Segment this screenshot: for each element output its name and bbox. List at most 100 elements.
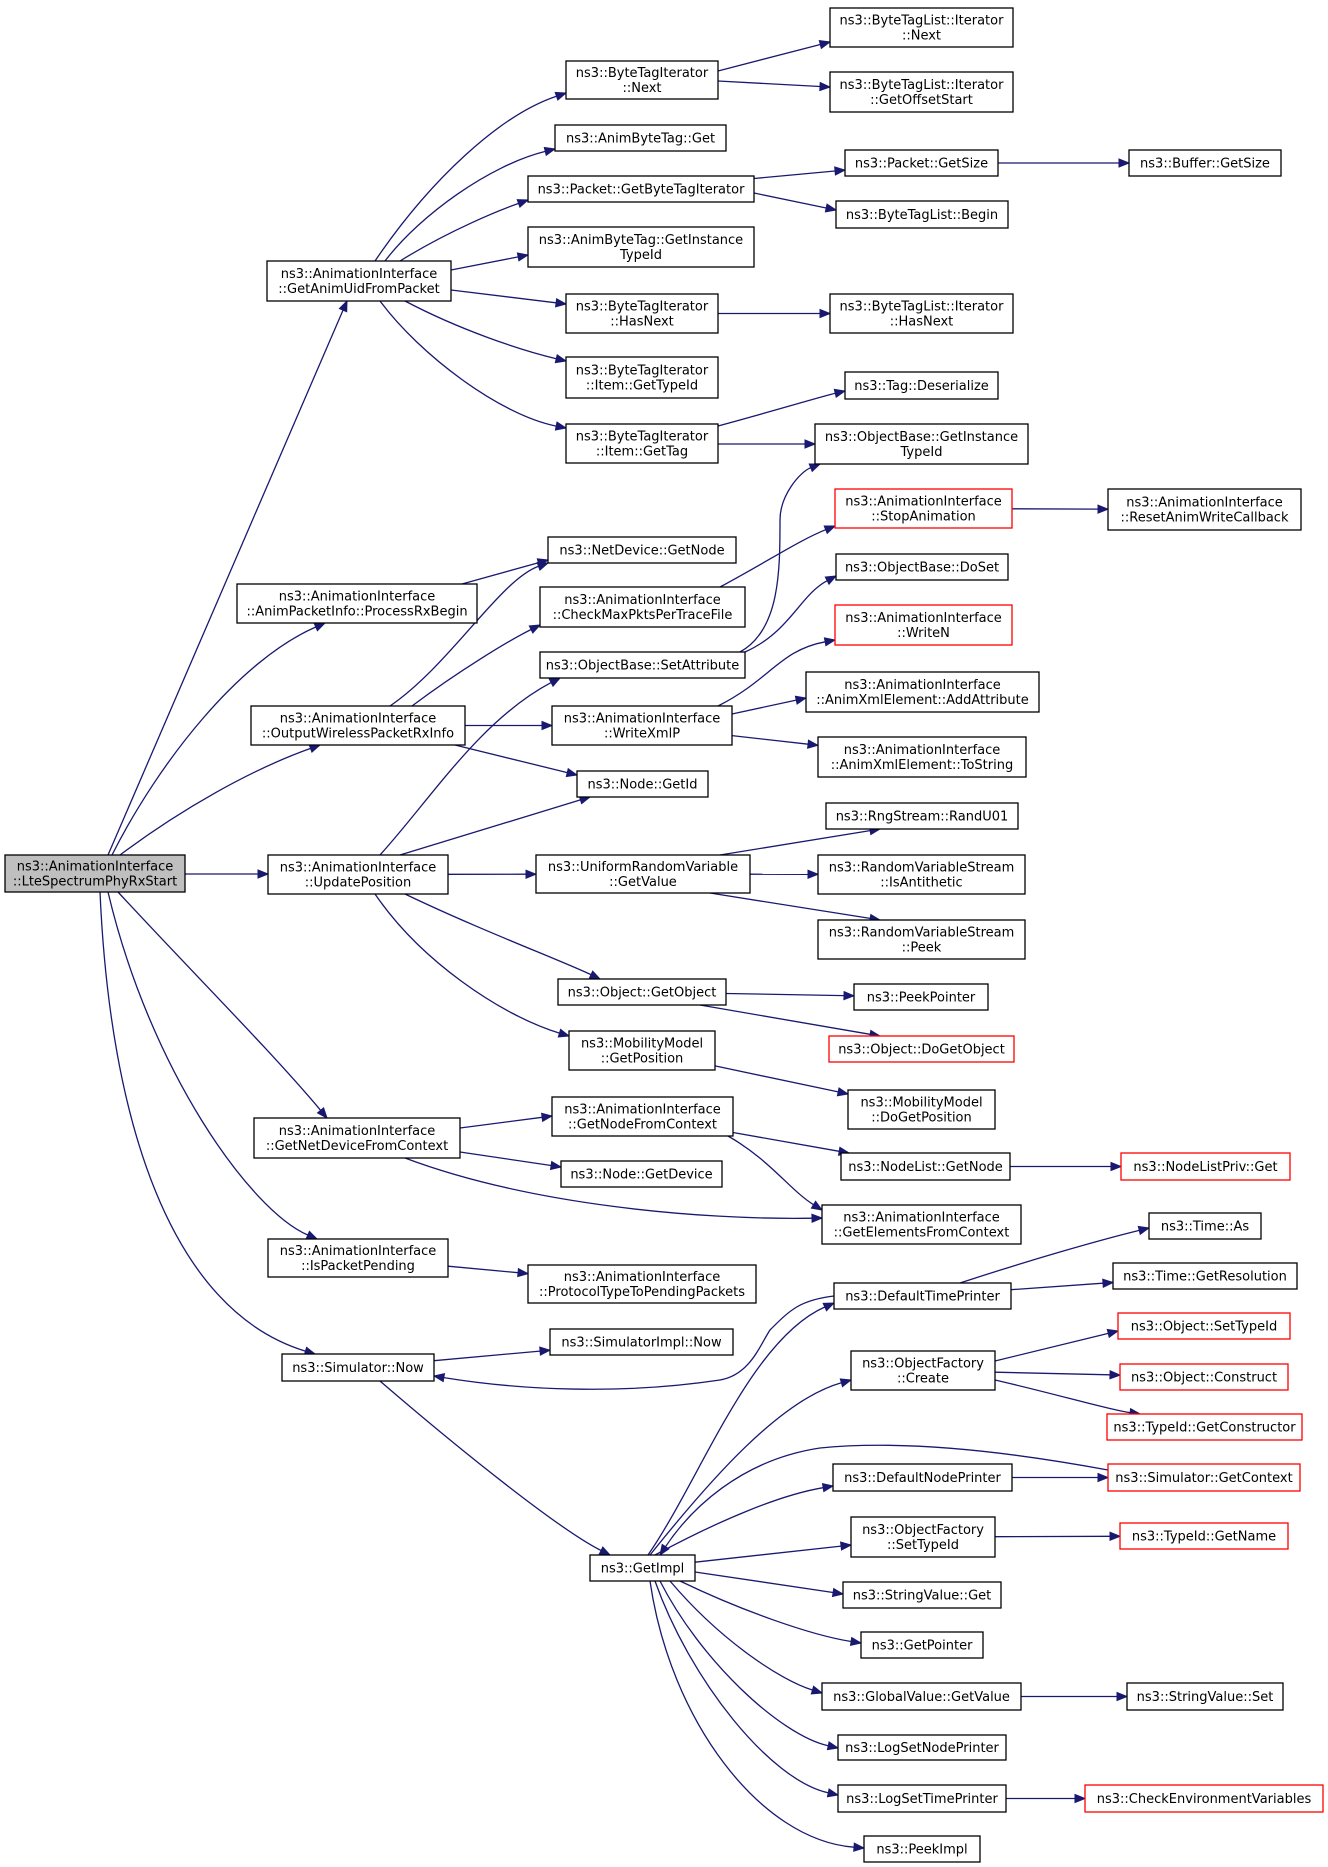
edge-root-to-getNetDevFromCtx [117, 891, 328, 1120]
node-simNow[interactable]: ns3::Simulator::Now [281, 1353, 435, 1382]
node-tagDeserialize[interactable]: ns3::Tag::Deserialize [844, 371, 999, 400]
node-btiItemGetTypeId[interactable]: ns3::ByteTagIterator::Item::GetTypeId [565, 356, 719, 399]
node-label-line: ns3::ObjectBase::DoSet [845, 561, 999, 576]
node-protoToPending[interactable]: ns3::AnimationInterface::ProtocolTypeToP… [527, 1264, 757, 1304]
node-box [551, 705, 733, 746]
node-objConstruct[interactable]: ns3::Object::Construct [1119, 1363, 1289, 1391]
node-setAttribute[interactable]: ns3::ObjectBase::SetAttribute [539, 651, 746, 679]
node-nodeGetDevice[interactable]: ns3::Node::GetDevice [560, 1160, 723, 1188]
node-btlIterNext[interactable]: ns3::ByteTagList::Iterator::Next [829, 7, 1014, 48]
node-box [547, 536, 737, 564]
node-isAntithetic[interactable]: ns3::RandomVariableStream::IsAntithetic [817, 854, 1026, 895]
node-nodeGetId[interactable]: ns3::Node::GetId [576, 770, 709, 798]
node-randU01[interactable]: ns3::RngStream::RandU01 [825, 802, 1019, 830]
edge-root-to-updatePosition [185, 869, 270, 879]
node-checkMaxPkts[interactable]: ns3::AnimationInterface::CheckMaxPktsPer… [539, 586, 746, 628]
node-netDevGetNode[interactable]: ns3::NetDevice::GetNode [547, 536, 737, 564]
node-box [821, 1682, 1022, 1711]
node-getByteTagIter[interactable]: ns3::Packet::GetByteTagIterator [527, 175, 755, 203]
node-label-line: ::OutputWirelessPacketRxInfo [262, 727, 454, 742]
node-nodeListPrivGet[interactable]: ns3::NodeListPriv::Get [1120, 1152, 1291, 1181]
node-addAttribute[interactable]: ns3::AnimationInterface::AnimXmlElement:… [805, 671, 1040, 713]
node-label-line: ns3::Object::SetTypeId [1131, 1320, 1277, 1335]
node-urvGetValue[interactable]: ns3::UniformRandomVariable::GetValue [535, 854, 751, 894]
edge-urvGetValue-to-isAntithetic [749, 869, 820, 880]
node-label-line: ns3::RandomVariableStream [829, 861, 1015, 876]
node-timeGetRes[interactable]: ns3::Time::GetResolution [1112, 1262, 1298, 1290]
node-toString[interactable]: ns3::AnimationInterface::AnimXmlElement:… [817, 736, 1027, 778]
node-getPointer[interactable]: ns3::GetPointer [860, 1631, 984, 1659]
node-simImplNow[interactable]: ns3::SimulatorImpl::Now [549, 1328, 734, 1356]
node-label-line: ns3::AnimationInterface [845, 495, 1002, 510]
edge-getAnimUid-to-btiNext [374, 91, 568, 262]
node-defTimePrinter[interactable]: ns3::DefaultTimePrinter [833, 1282, 1012, 1310]
node-typeIdGetName[interactable]: ns3::TypeId::GetName [1119, 1522, 1289, 1550]
node-timeAs[interactable]: ns3::Time::As [1148, 1212, 1262, 1240]
edge-line [679, 1580, 852, 1643]
edge-defTimePrinter-to-simNow [432, 1295, 835, 1390]
node-label-line: ns3::GetImpl [601, 1562, 685, 1577]
node-btlIterHasNext[interactable]: ns3::ByteTagList::Iterator::HasNext [829, 293, 1014, 334]
node-rvsPeek[interactable]: ns3::RandomVariableStream::Peek [817, 919, 1026, 960]
node-defNodePrinter[interactable]: ns3::DefaultNodePrinter [832, 1463, 1013, 1492]
node-logSetNodePrinter[interactable]: ns3::LogSetNodePrinter [837, 1734, 1007, 1761]
node-objGetObject[interactable]: ns3::Object::GetObject [557, 978, 727, 1006]
edge-line [739, 467, 811, 653]
node-objSetTypeId[interactable]: ns3::Object::SetTypeId [1117, 1312, 1291, 1340]
node-label-line: ns3::NodeListPriv::Get [1133, 1160, 1277, 1175]
node-ofSetTypeId[interactable]: ns3::ObjectFactory::SetTypeId [850, 1516, 996, 1558]
node-isPacketPending[interactable]: ns3::AnimationInterface::IsPacketPending [267, 1238, 449, 1278]
node-label-line: ::ProtocolTypeToPendingPackets [539, 1285, 745, 1300]
node-btiItemGetTag[interactable]: ns3::ByteTagIterator::Item::GetTag [565, 423, 719, 464]
node-ofCreate[interactable]: ns3::ObjectFactory::Create [850, 1350, 996, 1391]
node-btiHasNext[interactable]: ns3::ByteTagIterator::HasNext [565, 293, 719, 334]
node-getNodeFromCtx[interactable]: ns3::AnimationInterface::GetNodeFromCont… [551, 1096, 734, 1137]
edge-line [459, 1151, 552, 1167]
node-doGetObject[interactable]: ns3::Object::DoGetObject [828, 1035, 1015, 1063]
node-label-line: ns3::NodeList::GetNode [848, 1160, 1003, 1175]
arrowhead-icon [810, 1200, 824, 1211]
node-box [817, 736, 1027, 778]
node-peekPointer[interactable]: ns3::PeekPointer [853, 983, 989, 1011]
node-writeXmlP[interactable]: ns3::AnimationInterface::WriteXmlP [551, 705, 733, 746]
node-mobDoGetPos[interactable]: ns3::MobilityModel::DoGetPosition [847, 1089, 996, 1130]
node-getElemsFromCtx[interactable]: ns3::AnimationInterface::GetElementsFrom… [821, 1204, 1022, 1245]
node-btlIterOffset[interactable]: ns3::ByteTagList::Iterator::GetOffsetSta… [829, 71, 1014, 113]
node-resetAnimWrite[interactable]: ns3::AnimationInterface::ResetAnimWriteC… [1107, 488, 1302, 531]
node-simGetContext[interactable]: ns3::Simulator::GetContext [1107, 1463, 1301, 1492]
node-outputWireless[interactable]: ns3::AnimationInterface::OutputWirelessP… [250, 705, 466, 746]
node-nodeListGetNode[interactable]: ns3::NodeList::GetNode [840, 1152, 1011, 1181]
node-checkEnvVars[interactable]: ns3::CheckEnvironmentVariables [1084, 1784, 1324, 1813]
node-btiNext[interactable]: ns3::ByteTagIterator::Next [565, 60, 719, 100]
node-getNetDevFromCtx[interactable]: ns3::AnimationInterface::GetNetDeviceFro… [253, 1117, 461, 1159]
node-root[interactable]: ns3::AnimationInterface::LteSpectrumPhyR… [4, 854, 186, 893]
node-getAnimUid[interactable]: ns3::AnimationInterface::GetAnimUidFromP… [266, 260, 452, 302]
node-bufferGetSize[interactable]: ns3::Buffer::GetSize [1128, 149, 1282, 177]
node-peekImpl[interactable]: ns3::PeekImpl [863, 1835, 981, 1863]
node-logSetTimePrinter[interactable]: ns3::LogSetTimePrinter [837, 1784, 1007, 1813]
node-label-line: ::Item::GetTag [596, 445, 688, 460]
node-box [835, 200, 1009, 229]
node-stopAnimation[interactable]: ns3::AnimationInterface::StopAnimation [834, 488, 1013, 529]
arrowhead-icon [840, 1541, 853, 1551]
node-objBaseDoSet[interactable]: ns3::ObjectBase::DoSet [835, 553, 1009, 581]
node-stringValueSet[interactable]: ns3::StringValue::Set [1126, 1682, 1284, 1711]
node-packetGetSize[interactable]: ns3::Packet::GetSize [844, 149, 999, 177]
edge-line [753, 170, 836, 180]
node-updatePosition[interactable]: ns3::AnimationInterface::UpdatePosition [267, 854, 449, 895]
node-mobGetPos[interactable]: ns3::MobilityModel::GetPosition [568, 1030, 716, 1071]
node-animByteTagGet[interactable]: ns3::AnimByteTag::Get [554, 124, 727, 152]
node-typeIdGetCtor[interactable]: ns3::TypeId::GetConstructor [1106, 1413, 1303, 1441]
node-getImpl[interactable]: ns3::GetImpl [589, 1554, 696, 1582]
node-writeN[interactable]: ns3::AnimationInterface::WriteN [834, 604, 1013, 646]
edge-getNetDevFromCtx-to-getElemsFromCtx [404, 1157, 824, 1223]
arrowhead-icon [1097, 1472, 1110, 1483]
node-btlBegin[interactable]: ns3::ByteTagList::Begin [835, 200, 1009, 229]
node-box [1107, 1463, 1301, 1492]
edge-getAnimUid-to-btiHasNext [450, 289, 568, 308]
node-gvGetValue[interactable]: ns3::GlobalValue::GetValue [821, 1682, 1022, 1711]
node-stringValueGet[interactable]: ns3::StringValue::Get [842, 1581, 1002, 1609]
node-processRxBegin[interactable]: ns3::AnimationInterface::AnimPacketInfo:… [236, 583, 478, 624]
